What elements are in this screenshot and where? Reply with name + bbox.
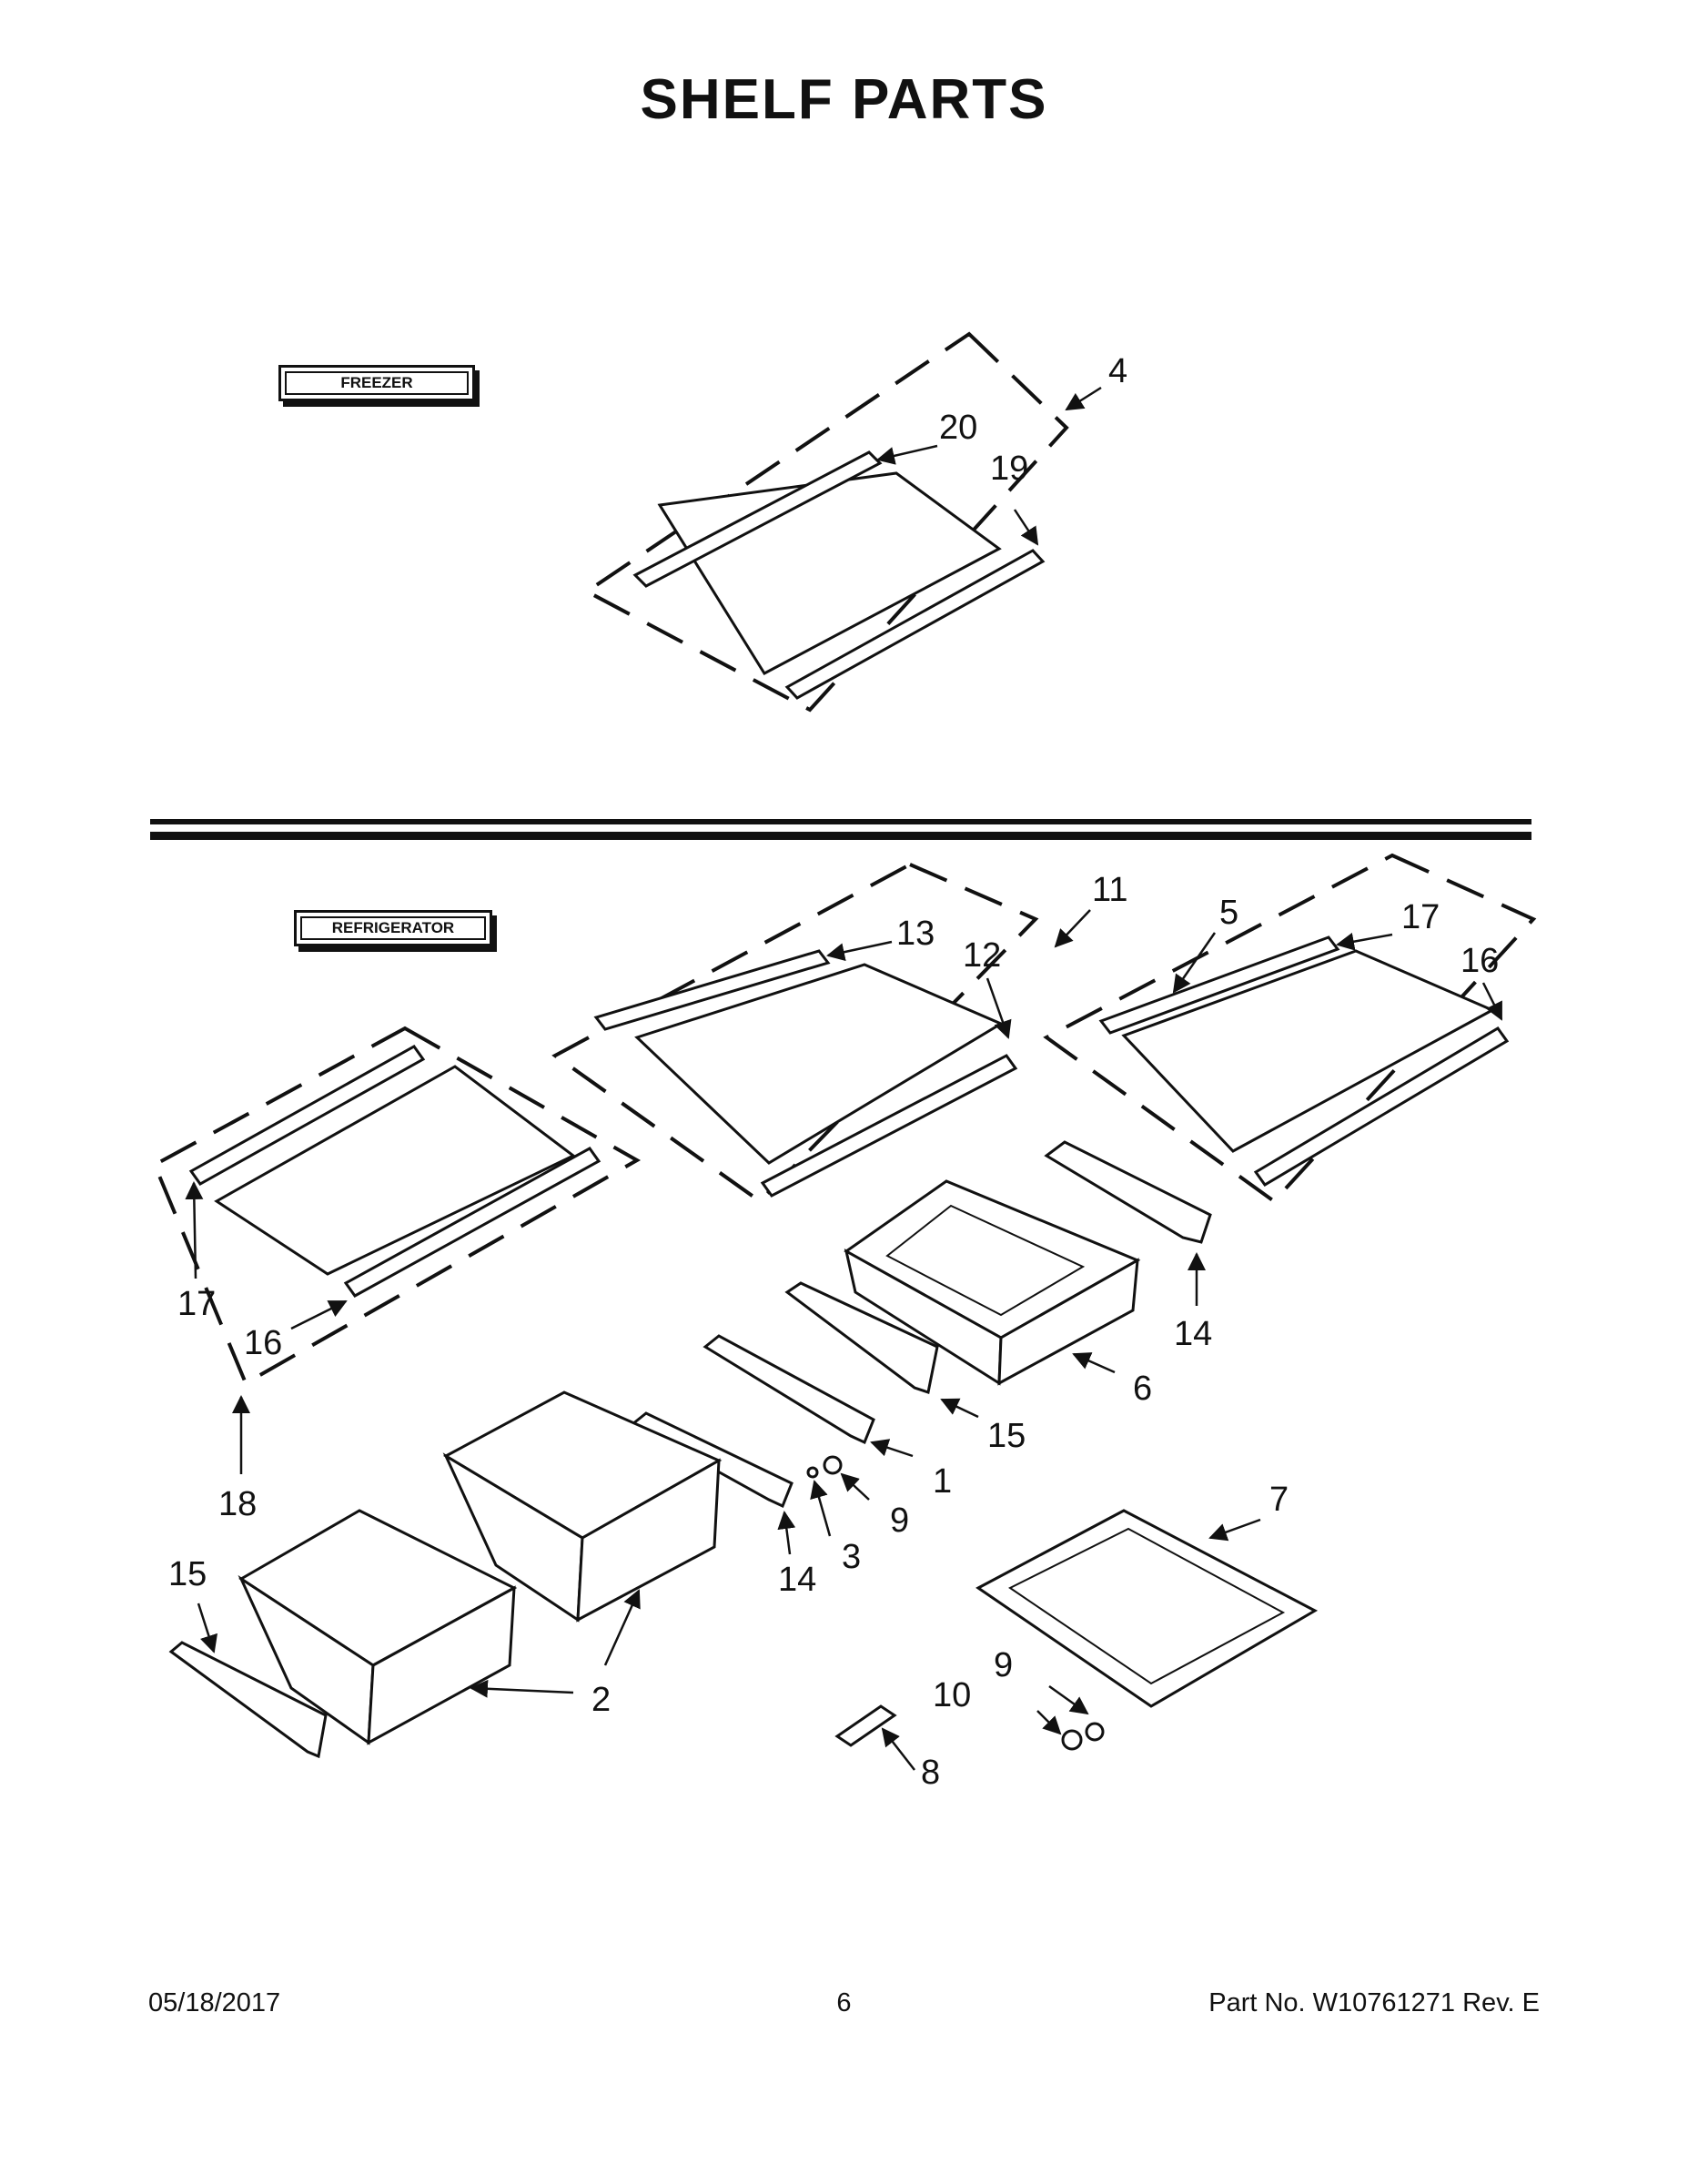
callout-15-left: 15 [168,1555,207,1593]
callout-14-left: 14 [778,1561,816,1599]
right-shelf-glass [1121,949,1496,1153]
callout-9-upper: 9 [890,1502,909,1540]
rail-upper-right [1044,1140,1212,1244]
callout-7: 7 [1269,1481,1289,1519]
crisper-cover-panel [975,1509,1319,1708]
drawer-rails [168,1140,1212,1759]
right-shelf-front-trim [1253,1026,1510,1187]
part-3 [806,1466,819,1479]
crisper-cover-inner [1008,1527,1286,1685]
crisper-drawers [238,1390,723,1745]
pantry-drawer-floor [885,1204,1086,1317]
refrigerator-right-shelf [1043,853,1537,1204]
callout-18: 18 [218,1485,257,1523]
pantry-drawer [844,1179,1141,1386]
pantry-drawer-side [997,1258,1139,1386]
crisper-upper-side [576,1458,721,1623]
part-8 [834,1704,897,1747]
footer-date: 05/18/2017 [148,1988,281,2017]
callout-13: 13 [896,915,935,953]
callout-numbers: 4 20 19 11 13 12 5 17 16 17 16 18 14 6 1… [168,352,1499,1792]
freezer-shelf-assembly [583,331,1069,713]
callout-20: 20 [939,409,977,447]
freezer-shelf-glass [657,471,1002,675]
freezer-label-text: FREEZER [340,374,413,391]
callout-2: 2 [591,1681,611,1719]
part-9-upper [823,1455,843,1475]
footer-page-number: 6 [836,1988,852,2017]
callout-14-right: 14 [1174,1315,1212,1353]
callout-15-center: 15 [987,1417,1026,1455]
refrigerator-left-shelf [152,1026,642,1386]
page-title: SHELF PARTS [640,68,1048,131]
callout-10: 10 [933,1676,971,1714]
refrigerator-middle-shelf [551,862,1039,1204]
callout-1: 1 [933,1462,952,1501]
callout-12: 12 [963,936,1001,975]
rail-center-lower [702,1334,875,1445]
rail-center [784,1281,939,1394]
callout-9-lower: 9 [994,1646,1013,1684]
footer-part-number: Part No. W10761271 Rev. E [1208,1988,1540,2017]
crisper-cover [975,1509,1319,1708]
part-9-lower [1085,1722,1105,1742]
section-divider [150,819,1531,840]
leader-lines [185,386,1503,1771]
callout-4: 4 [1108,352,1127,390]
callout-16-right: 16 [1461,942,1499,980]
middle-shelf-outline [551,862,1039,1204]
callout-8: 8 [921,1754,940,1792]
callout-16-left: 16 [244,1324,282,1362]
callout-17-right: 17 [1401,898,1440,936]
rail-bottom-left [168,1641,328,1759]
callout-3: 3 [842,1538,861,1576]
callout-5: 5 [1219,894,1238,932]
middle-shelf-rear-trim [593,949,831,1031]
left-shelf-outline [152,1026,642,1386]
callout-11: 11 [1092,871,1127,909]
crisper-lower-side [367,1585,516,1745]
left-shelf-front-trim [343,1147,601,1298]
freezer-shelf-front-trim [784,549,1046,700]
callout-19: 19 [990,450,1028,488]
left-shelf-rear-trim [188,1045,426,1186]
callout-17-left: 17 [177,1285,216,1323]
left-shelf-glass [214,1065,576,1276]
part-10 [1061,1729,1083,1751]
callout-6: 6 [1133,1370,1152,1408]
middle-shelf-front-trim [760,1054,1018,1198]
freezer-section-label: FREEZER [278,365,475,401]
small-parts [806,1455,1105,1751]
refrigerator-label-text: REFRIGERATOR [331,919,455,936]
refrigerator-section-label: REFRIGERATOR [294,910,492,946]
